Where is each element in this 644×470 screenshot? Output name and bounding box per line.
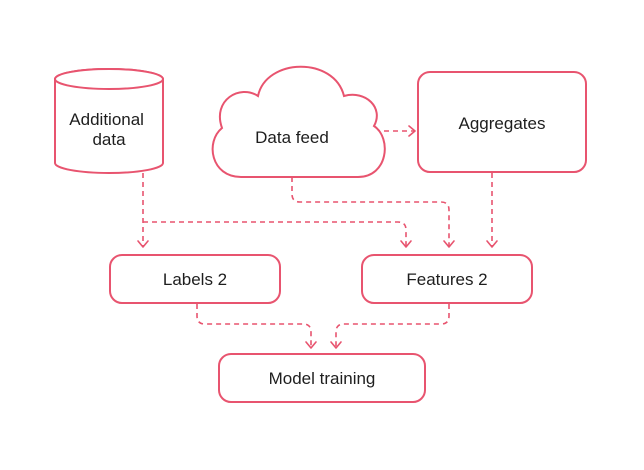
features-label: Features 2 bbox=[406, 270, 487, 289]
arrowhead-features-from-additional-data bbox=[400, 240, 412, 248]
model-training-label: Model training bbox=[269, 369, 376, 388]
edge-additional-data-to-features bbox=[143, 221, 407, 246]
additional-data-label-line2: data bbox=[92, 130, 126, 149]
data-feed-label: Data feed bbox=[255, 128, 329, 147]
node-data-feed: Data feed bbox=[211, 65, 386, 178]
node-features: Features 2 bbox=[361, 254, 533, 304]
features-box bbox=[361, 254, 533, 304]
labels-box bbox=[109, 254, 281, 304]
edge-labels-to-model-training bbox=[196, 304, 312, 347]
aggregates-box bbox=[417, 71, 587, 173]
aggregates-label: Aggregates bbox=[459, 114, 546, 133]
labels-label: Labels 2 bbox=[163, 270, 227, 289]
edge-features-to-model-training bbox=[335, 304, 450, 347]
arrowhead-labels-from-additional-data bbox=[137, 240, 149, 248]
model-training-box bbox=[218, 353, 426, 403]
connectors bbox=[137, 125, 498, 349]
arrowhead-model-training-from-labels bbox=[305, 341, 317, 349]
arrowhead-aggregates-from-data-feed bbox=[408, 125, 416, 137]
additional-data-label-line1: Additional bbox=[69, 110, 144, 129]
node-additional-data: Additional data bbox=[54, 68, 164, 174]
node-aggregates: Aggregates bbox=[417, 71, 587, 173]
node-labels: Labels 2 bbox=[109, 254, 281, 304]
edge-data-feed-to-features bbox=[291, 177, 450, 246]
svg-text:Additional data: Additional data bbox=[69, 110, 148, 149]
arrowhead-features-from-aggregates bbox=[486, 240, 498, 248]
node-model-training: Model training bbox=[218, 353, 426, 403]
arrowhead-features-from-data-feed bbox=[443, 240, 455, 248]
database-cylinder-top bbox=[54, 68, 164, 90]
cloud-icon bbox=[211, 65, 386, 178]
arrowhead-model-training-from-features bbox=[330, 341, 342, 349]
